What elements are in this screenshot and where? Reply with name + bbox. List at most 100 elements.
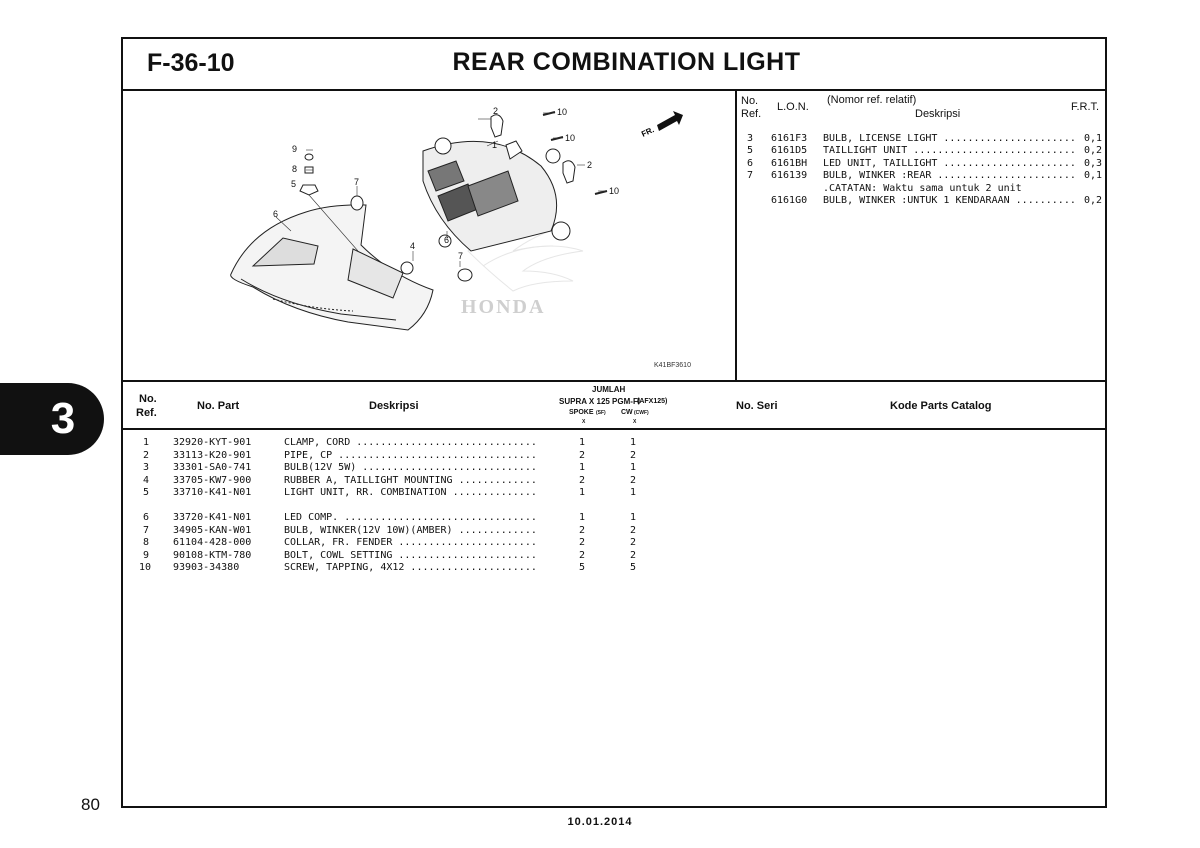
part-number: 33705-KW7-900 [173,474,252,486]
callout-1: 1 [492,140,497,150]
part-qty-cw: 1 [630,512,637,523]
col-deskripsi: Deskripsi [369,400,419,412]
col-cw-sub: X [633,419,637,425]
col-model-code: (AFX125) [637,398,668,405]
col-no-seri: No. Seri [736,400,778,412]
lon-frt: 0,1 [1084,170,1103,182]
small-parts-drawing [299,111,608,282]
col-no: No. [139,393,157,405]
section-tab-number: 3 [50,394,76,443]
direction-label: FR. [640,125,655,139]
catalog-page-frame: F-36-10 REAR COMBINATION LIGHT HONDA [121,37,1107,808]
lon-header-frt: F.R.T. [1071,101,1100,113]
part-qty-spoke: 1 [579,462,586,473]
part-desc: COLLAR, FR. FENDER .....................… [284,537,537,548]
callout-8: 8 [292,164,297,174]
part-desc: PIPE, CP ...............................… [284,449,537,461]
page-title: REAR COMBINATION LIGHT [452,48,801,76]
col-spoke: SPOKE [569,409,594,416]
watermark-text: HONDA [461,296,545,318]
callout-7-right: 7 [458,251,463,261]
footer-date: 10.01.2014 [567,816,633,828]
lon-code: 6161D5 [771,145,808,157]
part-desc: BOLT, COWL SETTING .....................… [284,549,537,561]
part-number: 93903-34380 [173,562,240,573]
part-ref: 2 [143,449,150,461]
part-number: 34905-KAN-W01 [173,524,252,536]
callout-6: 6 [444,235,449,245]
part-qty-spoke: 2 [579,549,586,561]
callout-2-right: 2 [587,160,592,170]
lon-ref: 3 [747,133,754,144]
callout-10-mid: 10 [565,133,575,143]
part-ref: 6 [143,512,150,523]
part-qty-spoke: 2 [579,524,586,536]
figure-reference: K41BF3610 [654,362,691,369]
col-spoke-sub: X [582,419,586,425]
figure-code: F-36-10 [147,49,235,77]
part-desc: CLAMP, CORD ............................… [284,437,537,448]
callout-2-top: 2 [493,106,498,116]
part-qty-spoke: 2 [579,474,586,486]
title-bar: F-36-10 REAR COMBINATION LIGHT [123,39,1105,91]
part-number: 33720-K41-N01 [173,512,252,523]
part-qty-cw: 1 [630,437,637,448]
table-row: 1 32920-KYT-901 CLAMP, CORD ..............… [123,437,1105,450]
part-qty-cw: 2 [630,524,637,536]
part-desc: BULB, WINKER(12V 10W)(AMBER) ...........… [284,524,537,536]
lon-header-lon: L.O.N. [777,101,809,113]
leader-lines [275,112,607,267]
exploded-diagram: HONDA [123,91,737,380]
lon-ref: 6 [747,157,754,169]
lon-code: 616139 [771,170,808,182]
lon-ref: 5 [747,145,754,157]
lon-ref: 7 [747,170,754,182]
lon-code: 6161G0 [771,194,808,206]
part-desc: BULB(12V 5W) ...........................… [284,462,537,473]
light-unit-drawing [230,204,434,331]
col-jumlah: JUMLAH [592,385,626,394]
part-qty-spoke: 5 [579,562,586,573]
lon-frt: 0,2 [1084,145,1103,157]
table-row: 10 93903-34380 SCREW, TAPPING, 4X12 ......… [123,562,1105,575]
part-desc: SCREW, TAPPING, 4X12 ...................… [284,562,537,573]
callout-9: 9 [292,144,297,154]
lon-desc: BULB, WINKER :UNTUK 1 KENDARAAN ........… [823,194,1076,206]
col-ref: Ref. [136,407,157,419]
section-tab: 3 [0,383,104,455]
part-ref: 10 [139,562,152,573]
part-ref: 1 [143,437,150,448]
part-number: 33710-K41-N01 [173,487,252,498]
part-qty-cw: 1 [630,487,637,498]
lon-frt: 0,3 [1084,157,1103,169]
taillight-unit-drawing [422,137,571,252]
part-qty-cw: 2 [630,474,637,486]
lon-frt: 0,2 [1084,194,1103,206]
lon-note-row: .CATATAN: Waktu sama untuk 2 unit [737,183,1107,195]
parts-table-header: No. Ref. No. Part Deskripsi JUMLAH SUPRA… [123,380,1105,430]
lon-table-header: No. Ref. L.O.N. (Nomor ref. relatif) Des… [737,91,1107,125]
parts-list: 1 32920-KYT-901 CLAMP, CORD ..............… [123,437,1105,575]
part-qty-spoke: 1 [579,437,586,448]
callout-10-top: 10 [557,107,567,117]
lon-header-nomor-ref: (Nomor ref. relatif) [827,94,917,106]
lon-desc: BULB, WINKER :REAR .....................… [823,170,1076,182]
lon-row: 6161G0 BULB, WINKER :UNTUK 1 KENDARAAN ..… [737,195,1107,207]
part-number: 32920-KYT-901 [173,437,252,448]
part-qty-cw: 5 [630,562,637,573]
part-qty-cw: 2 [630,449,637,461]
part-ref: 9 [143,549,150,561]
part-ref: 4 [143,474,150,486]
part-qty-spoke: 2 [579,449,586,461]
